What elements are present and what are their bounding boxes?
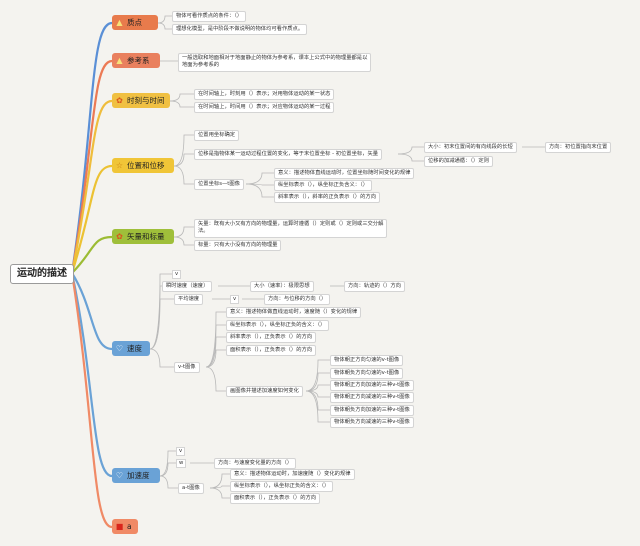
star-icon: ☆ — [115, 161, 124, 170]
weizhi-leaf-st-ordinate[interactable]: 纵坐标表示（），纵坐标正负含义：（） — [274, 180, 373, 192]
warning-icon: ▲ — [116, 56, 123, 65]
heart-icon: ♡ — [115, 344, 124, 353]
sudu-instant[interactable]: 瞬时速度（速度） — [162, 281, 213, 293]
weizhi-leaf-coordinate[interactable]: 位置用坐标确定 — [194, 130, 240, 142]
weizhi-leaf-direction[interactable]: 方向：初位置指向末位置 — [545, 142, 612, 154]
heart-icon: ♡ — [115, 471, 124, 480]
sudu-vt-draw[interactable]: 画图像并描述加速度如何变化 — [226, 386, 303, 398]
branch-jiasudu[interactable]: ♡加速度 — [112, 468, 160, 483]
branch-label: a — [127, 522, 132, 531]
cankaoxi-line-2: 地面为参考系的 — [182, 62, 220, 69]
jiasudu-at-ordinate[interactable]: 纵坐标表示（），纵坐标正负的含义：（） — [230, 481, 334, 493]
jiasudu-at-graph[interactable]: a-t图像 — [178, 483, 204, 495]
warning-icon: ▲ — [116, 18, 123, 27]
jiasudu-at-meaning[interactable]: 意义：描述物体运动时，加速度随（）变化的规律 — [230, 469, 355, 481]
sudu-vt-ordinate[interactable]: 纵坐标表示（），纵坐标正负的含义：（） — [226, 320, 330, 332]
branch-label: 矢量和标量 — [127, 232, 165, 241]
branch-weizhi[interactable]: ☆位置和位移 — [112, 158, 174, 173]
zhidian-leaf-2[interactable]: 理想化模型，是中阶段不做说明的物体均可看作质点。 — [172, 24, 308, 36]
flower-icon: ✿ — [116, 232, 123, 241]
branch-label: 速度 — [127, 344, 142, 353]
branch-shike[interactable]: ✿ 时刻与时间 — [112, 93, 170, 108]
branch-label: 质点 — [127, 18, 142, 27]
branch-shiliang[interactable]: ✿ 矢量和标量 — [112, 229, 174, 244]
sudu-graph-item[interactable]: 物体朝正方向匀速的v-t图像 — [330, 355, 404, 367]
sudu-graph-item[interactable]: 物体朝正方向加速的三种v-t图像 — [330, 380, 414, 392]
sudu-vt-area[interactable]: 面积表示（），正负表示（）的方向 — [226, 345, 317, 357]
sudu-graph-item[interactable]: 物体朝正方向减速的三种v-t图像 — [330, 392, 414, 404]
branch-label: 加速度 — [127, 471, 150, 480]
shiliang-leaf-scalar[interactable]: 标量：只有大小没有方向的物理量 — [194, 240, 282, 252]
weizhi-leaf-size[interactable]: 大小：初末位置间的有向线段的长短 — [424, 142, 517, 154]
sudu-vt-graph[interactable]: v-t图像 — [174, 362, 200, 374]
sudu-average[interactable]: 平均速度 — [174, 294, 204, 306]
branch-cankaoxi[interactable]: ▲ 参考系 — [112, 53, 160, 68]
shiliang-leaf-vector[interactable]: 矢量：既有大小又有方向的物理量，运算时遵循（）定则或（）定则或三交分解 法。 — [194, 219, 388, 238]
sudu-instant-direction[interactable]: 方向：轨迹的（）方向 — [344, 281, 405, 293]
shike-leaf-2[interactable]: 在时间轴上，时间用（）表示；对应物体运动的某一过程 — [194, 102, 335, 114]
branch-label: 时刻与时间 — [127, 96, 165, 105]
weizhi-leaf-st-meaning[interactable]: 意义：描述物体直线运动时，位置坐标随时间变化的规律 — [274, 168, 415, 180]
sudu-vt-meaning[interactable]: 意义：描述物体做直线运动时，速度随（）变化的规律 — [226, 307, 362, 319]
sudu-v[interactable]: v — [172, 270, 182, 279]
shike-leaf-1[interactable]: 在时间轴上，时刻用（）表示；对用物体运动的某一状态 — [194, 89, 335, 101]
vector-line-2: 法。 — [198, 228, 209, 235]
jiasudu-w[interactable]: w — [176, 459, 187, 468]
sudu-graph-item[interactable]: 物体朝负方向匀速的v-t图像 — [330, 368, 404, 380]
sudu-average-direction[interactable]: 方向：与位移的方向（） — [264, 294, 331, 306]
zhidian-leaf-1[interactable]: 物体可看作质点的条件：（） — [172, 11, 247, 23]
weizhi-leaf-addition[interactable]: 位移的加减通循：（）定则 — [424, 156, 493, 168]
flower-icon: ✿ — [116, 96, 123, 105]
cankaoxi-leaf[interactable]: 一般选取和地面相对于地面静止的物体为参考系，课本上公式中的物理量都是以 地面为参… — [178, 53, 372, 72]
jiasudu-at-area[interactable]: 面积表示（），正负表示（）的方向 — [230, 493, 321, 505]
branch-a[interactable]: ■a — [112, 519, 138, 534]
cankaoxi-line-1: 一般选取和地面相对于地面静止的物体为参考系，课本上公式中的物理量都是以 — [182, 55, 368, 61]
square-icon: ■ — [115, 522, 124, 531]
branch-label: 位置和位移 — [127, 161, 165, 170]
branch-zhidian[interactable]: ▲ 质点 — [112, 15, 158, 30]
weizhi-leaf-st-graph[interactable]: 位置坐标s—t图像 — [194, 179, 244, 191]
sudu-graph-item[interactable]: 物体朝负方向减速的三种v-t图像 — [330, 417, 414, 429]
sudu-instant-size[interactable]: 大小（速率）：极限思想 — [250, 281, 314, 293]
branch-label: 参考系 — [127, 56, 150, 65]
sudu-graph-item[interactable]: 物体朝负方向加速的三种v-t图像 — [330, 405, 414, 417]
vector-line-1: 矢量：既有大小又有方向的物理量，运算时遵循（）定则或（）定则或三交分解 — [198, 221, 384, 227]
sudu-vt-slope[interactable]: 斜率表示（），正负表示（）的方向 — [226, 332, 317, 344]
jiasudu-v[interactable]: v — [176, 447, 186, 456]
weizhi-leaf-st-slope[interactable]: 斜率表示（），斜率的正负表示（）的方向 — [274, 192, 380, 204]
jiasudu-direction[interactable]: 方向：与速度变化量的方向（） — [214, 458, 297, 470]
weizhi-leaf-displacement[interactable]: 位移是指物体某一运动过程位置的变化，等于末位置坐标 - 初位置坐标，矢量 — [194, 149, 383, 161]
sudu-average-v[interactable]: v — [230, 295, 240, 304]
root-topic[interactable]: 运动的描述 — [10, 264, 74, 284]
branch-sudu[interactable]: ♡速度 — [112, 341, 150, 356]
